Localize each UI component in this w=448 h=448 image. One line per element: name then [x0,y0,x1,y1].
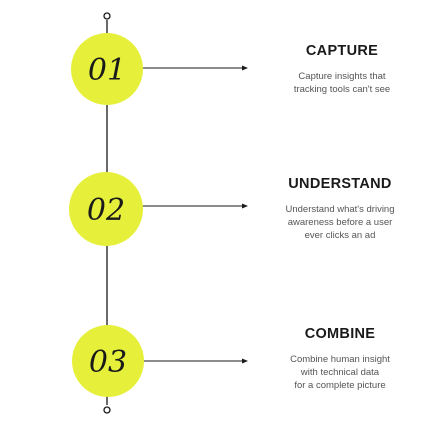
step-1-title: CAPTURE [305,43,379,59]
step-3-title: COMBINE [304,326,376,342]
step-1-arrowhead [242,65,248,71]
step-2-description: Understand what's driving awareness befo… [285,204,395,241]
step-1-circle [71,33,143,105]
step-1-description: Capture insights that tracking tools can… [293,71,391,95]
timeline-end-cap [103,406,111,414]
timeline-start-cap [103,12,111,20]
step-2-arrowhead [242,203,248,209]
step-2-circle [69,172,143,246]
step-3-number: 03 [89,345,127,380]
step-2-number: 02 [87,193,125,228]
step-1-number: 01 [88,53,126,88]
step-3-arrowhead [242,358,248,364]
step-2-title: UNDERSTAND [288,176,392,192]
step-1-text: CAPTURE Capture insights that tracking t… [262,42,422,96]
step-3-circle [72,325,144,397]
step-3-text: COMBINE Combine human insight with techn… [260,325,420,392]
step-3-description: Combine human insight with technical dat… [290,354,390,391]
step-2-text: UNDERSTAND Understand what's driving awa… [260,175,420,242]
